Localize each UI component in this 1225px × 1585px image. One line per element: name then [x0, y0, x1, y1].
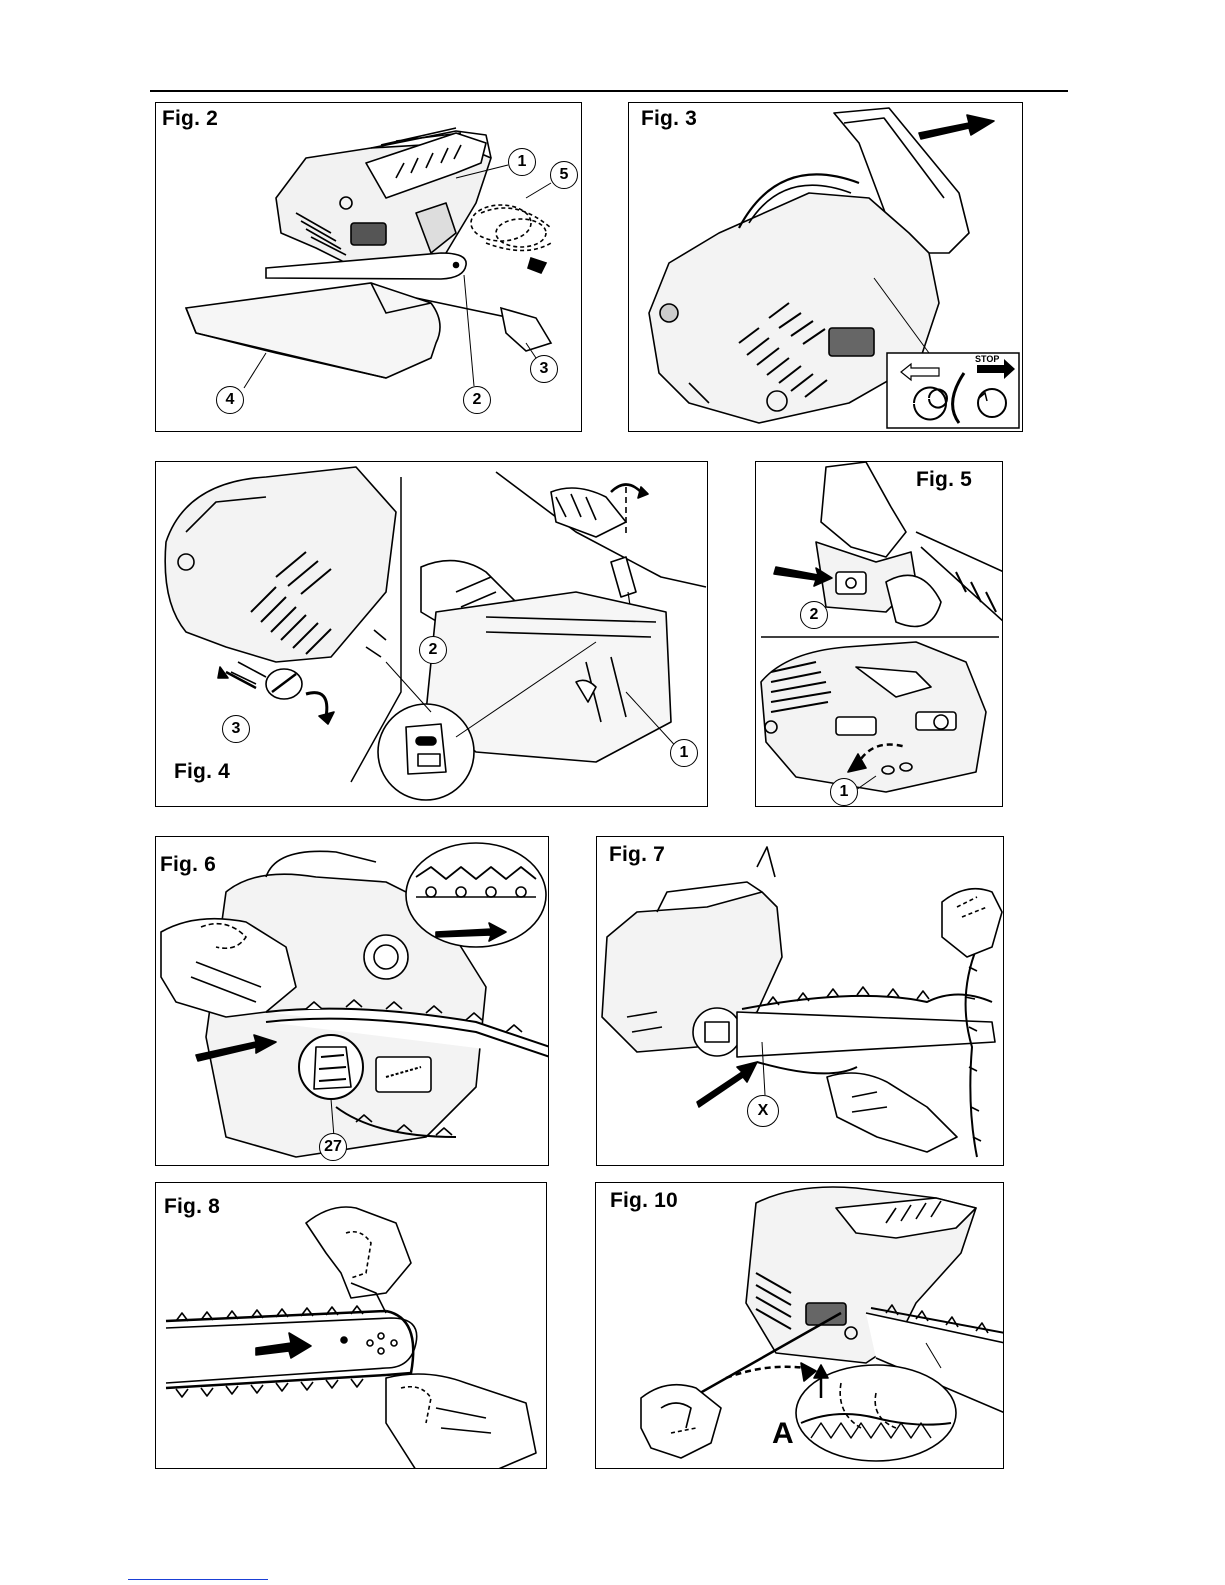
figure-8-illustration: [156, 1183, 547, 1469]
figure-4-label: Fig. 4: [174, 760, 230, 784]
callout-5: 5: [550, 161, 578, 189]
figure-10-label: Fig. 10: [610, 1189, 678, 1213]
figure-10-panel: Fig. 10 A: [595, 1182, 1004, 1469]
callout-4: 4: [216, 386, 244, 414]
stop-indicator-text: STOP: [975, 354, 999, 364]
figure-3-panel: Fig. 3 STOP: [628, 102, 1023, 432]
callout-x: X: [747, 1095, 779, 1127]
figure-2-label: Fig. 2: [162, 107, 218, 131]
callout-1: 1: [670, 739, 698, 767]
footer-link-underline: [128, 1579, 268, 1580]
figure-7-illustration: [597, 837, 1004, 1166]
callout-3: 3: [222, 715, 250, 743]
figure-5-illustration: [756, 462, 1003, 807]
figure-5-panel: Fig. 5 2 1: [755, 461, 1003, 807]
callout-2: 2: [463, 386, 491, 414]
figure-8-label: Fig. 8: [164, 1195, 220, 1219]
figure-10-illustration: [596, 1183, 1004, 1469]
figure-3-label: Fig. 3: [641, 107, 697, 131]
figure-3-illustration: [629, 103, 1023, 432]
marker-a: A: [772, 1417, 794, 1451]
callout-1: 1: [508, 148, 536, 176]
callout-2: 2: [800, 601, 828, 629]
figure-5-label: Fig. 5: [916, 468, 972, 492]
callout-27: 27: [319, 1133, 347, 1161]
figure-7-label: Fig. 7: [609, 843, 665, 867]
figure-7-panel: Fig. 7 X: [596, 836, 1004, 1166]
figure-8-panel: Fig. 8: [155, 1182, 547, 1469]
header-rule: [150, 90, 1068, 92]
callout-1: 1: [830, 778, 858, 806]
figure-4-illustration: [156, 462, 708, 807]
figure-6-illustration: [156, 837, 549, 1166]
callout-3: 3: [530, 355, 558, 383]
callout-2: 2: [419, 636, 447, 664]
figure-4-panel: Fig. 4 3 2 1: [155, 461, 708, 807]
figure-2-panel: Fig. 2 1 5 3 2 4: [155, 102, 582, 432]
figure-6-label: Fig. 6: [160, 853, 216, 877]
figure-6-panel: Fig. 6 27: [155, 836, 549, 1166]
